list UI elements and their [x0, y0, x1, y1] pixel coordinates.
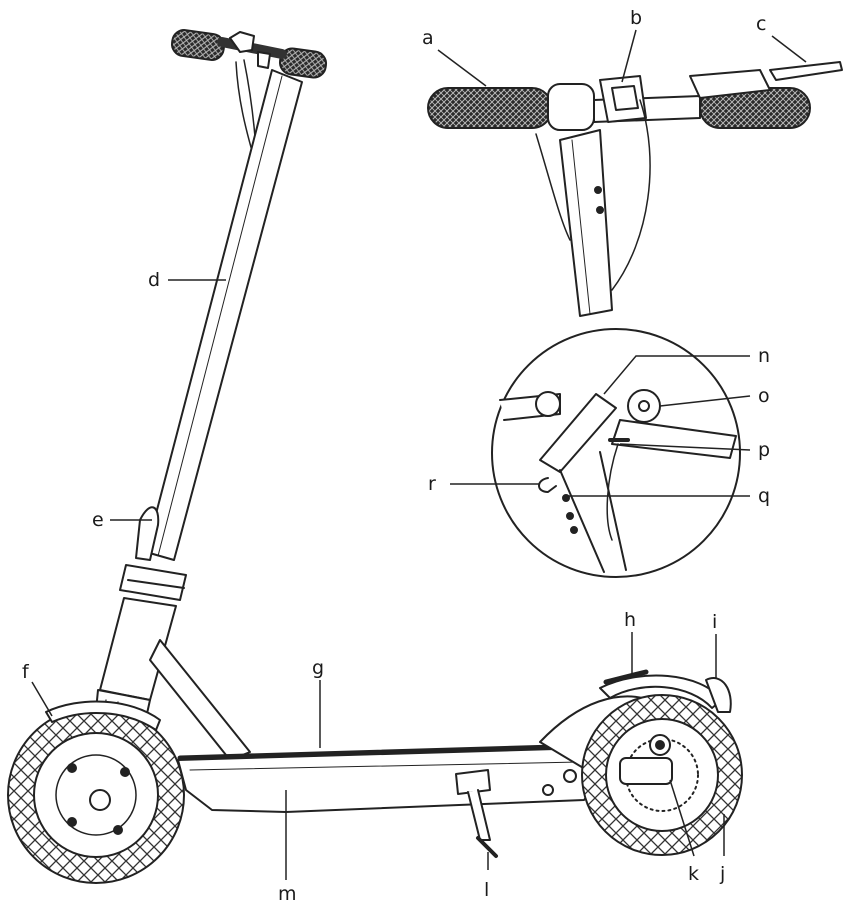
leader-c: [771, 35, 807, 63]
front-wheel: [7, 706, 185, 884]
handlebar-detail: [427, 61, 843, 317]
label-p: p: [758, 439, 770, 461]
rear-light: [705, 677, 732, 713]
front-fender: [45, 700, 161, 731]
leader-f: [31, 681, 53, 717]
label-q: q: [758, 485, 770, 507]
label-c: c: [756, 13, 766, 35]
leader-o: [659, 395, 751, 407]
handlebar-main: [170, 29, 328, 79]
label-j: j: [719, 863, 725, 885]
left-grip: [427, 87, 553, 129]
brake-lever: [769, 61, 843, 81]
leader-n: [603, 355, 750, 395]
label-n: n: [758, 345, 770, 367]
brake-cable-main: [235, 61, 255, 159]
rear-wheel: [581, 694, 743, 856]
label-k: k: [688, 863, 699, 885]
label-r: r: [428, 473, 436, 495]
label-a: a: [422, 27, 434, 49]
label-l: l: [484, 879, 489, 901]
throttle: [689, 69, 771, 99]
stem-tube: [145, 69, 303, 561]
label-o: o: [758, 385, 770, 407]
label-m: m: [278, 883, 297, 905]
label-h: h: [624, 609, 636, 631]
kickstand: [455, 769, 498, 858]
scooter-main: [7, 29, 743, 884]
bell-detail: [491, 328, 741, 578]
leader-b: [621, 29, 637, 83]
leader-p: [619, 443, 751, 451]
part-labels: a b c d e f g h i j k l m n o p q r: [22, 7, 770, 905]
label-g: g: [312, 657, 324, 679]
leader-lines: [31, 29, 807, 880]
label-b: b: [630, 7, 642, 29]
handle-mount: [539, 393, 617, 473]
leader-k: [669, 779, 695, 857]
deck: [177, 743, 601, 813]
label-i: i: [712, 611, 717, 633]
leader-a: [437, 49, 487, 87]
label-d: d: [148, 269, 160, 291]
hook: [538, 477, 557, 493]
label-e: e: [92, 509, 104, 531]
label-f: f: [22, 661, 30, 683]
